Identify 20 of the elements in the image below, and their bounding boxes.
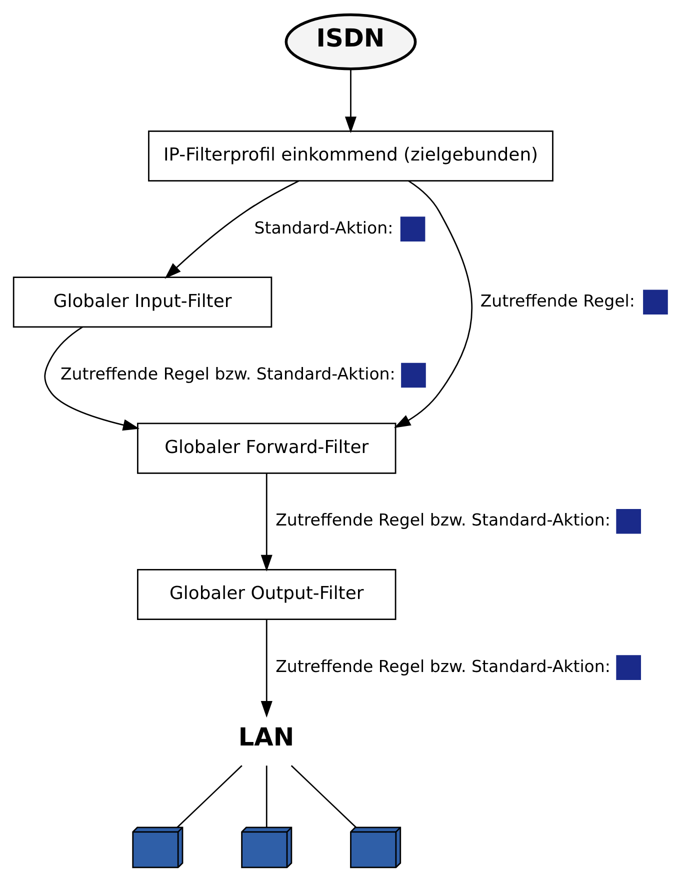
edge-label: Zutreffende Regel bzw. Standard-Aktion: (276, 656, 610, 676)
node-box: Globaler Output-Filter (137, 568, 396, 620)
edge-label: Zutreffende Regel: (480, 291, 635, 310)
arrow (344, 70, 357, 134)
edge-label: Zutreffende Regel bzw. Standard-Aktion: (60, 364, 396, 384)
edge-label: Standard-Aktion: (254, 218, 394, 238)
edge-label: Zutreffende Regel bzw. Standard-Aktion: (276, 510, 610, 530)
node-box: IP-Filterprofil einkommend (zielgebunden) (148, 130, 554, 182)
arrow (394, 180, 472, 428)
node-box: Globaler Forward-Filter (137, 422, 396, 474)
connector (176, 765, 242, 828)
arrow (260, 620, 272, 718)
arrow (44, 326, 140, 431)
connector (290, 765, 356, 828)
connector (266, 766, 268, 828)
arrow (164, 180, 300, 279)
node-ellipse: ISDN (284, 13, 417, 70)
arrow (260, 473, 272, 572)
node-box: Globaler Input-Filter (12, 276, 272, 328)
node-text: LAN (238, 722, 294, 752)
